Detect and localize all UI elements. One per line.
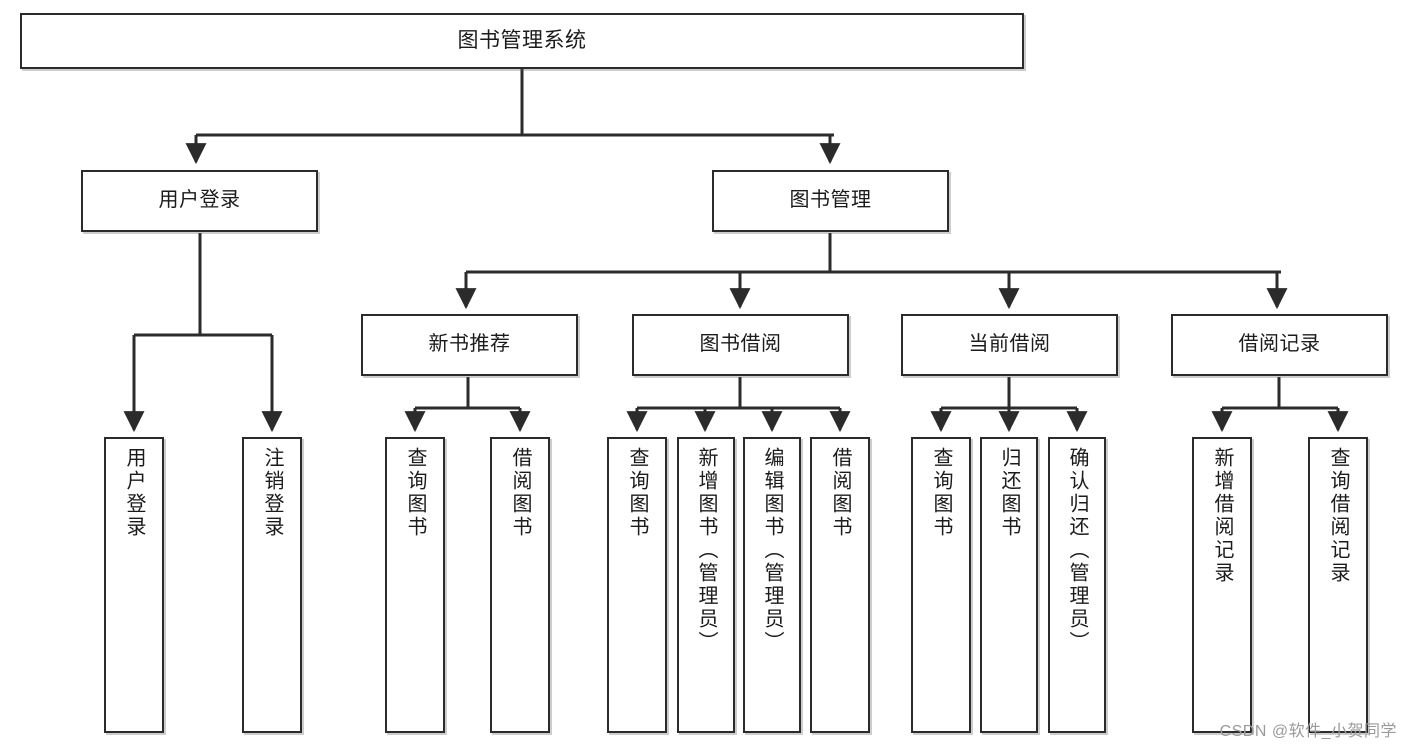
node-label: 用户登录 (123, 447, 145, 539)
node-label: 图书管理 (789, 189, 872, 212)
node-current-borrow[interactable]: 当前借阅 (901, 314, 1118, 376)
node-label: 图书借阅 (699, 333, 782, 356)
node-label: 查询图书 (626, 447, 648, 539)
leaf-borrow-borrow-book[interactable]: 借阅图书 (810, 437, 870, 733)
node-label: 查询图书 (930, 447, 952, 539)
node-label: 借阅图书 (509, 447, 531, 539)
leaf-current-confirm-return-admin[interactable]: 确认归还（管理员） (1048, 437, 1106, 733)
leaf-borrow-edit-book-admin[interactable]: 编辑图书（管理员） (743, 437, 801, 733)
node-new-book-recommend[interactable]: 新书推荐 (361, 314, 578, 376)
node-label: 查询借阅记录 (1327, 447, 1349, 585)
node-label: 注销登录 (261, 447, 283, 539)
leaf-record-query-record[interactable]: 查询借阅记录 (1308, 437, 1368, 733)
leaf-user-login-logout[interactable]: 注销登录 (242, 437, 302, 733)
node-label: 借阅记录 (1238, 333, 1321, 356)
node-label: 查询图书 (404, 447, 426, 539)
node-label: 确认归还（管理员） (1066, 447, 1088, 654)
leaf-borrow-add-book-admin[interactable]: 新增图书（管理员） (677, 437, 735, 733)
node-user-login[interactable]: 用户登录 (81, 170, 318, 232)
node-label: 编辑图书（管理员） (761, 447, 783, 654)
leaf-recommend-borrow-book[interactable]: 借阅图书 (490, 437, 550, 733)
node-label: 新书推荐 (428, 333, 511, 356)
leaf-current-return-book[interactable]: 归还图书 (980, 437, 1038, 733)
csdn-watermark: CSDN @软件_小贺同学 (1219, 723, 1397, 740)
leaf-recommend-query-book[interactable]: 查询图书 (385, 437, 445, 733)
node-label: 图书管理系统 (457, 28, 587, 52)
leaf-user-login-login[interactable]: 用户登录 (104, 437, 164, 733)
leaf-current-query-book[interactable]: 查询图书 (911, 437, 971, 733)
node-label: 归还图书 (998, 447, 1020, 539)
node-label: 用户登录 (158, 189, 241, 212)
node-label: 当前借阅 (968, 333, 1051, 356)
node-root-system[interactable]: 图书管理系统 (20, 13, 1024, 69)
leaf-record-add-record[interactable]: 新增借阅记录 (1192, 437, 1252, 733)
node-book-management[interactable]: 图书管理 (712, 170, 949, 232)
node-label: 新增图书（管理员） (695, 447, 717, 654)
node-label: 借阅图书 (829, 447, 851, 539)
node-label: 新增借阅记录 (1211, 447, 1233, 585)
node-borrow-record[interactable]: 借阅记录 (1171, 314, 1388, 376)
leaf-borrow-query-book[interactable]: 查询图书 (607, 437, 667, 733)
node-book-borrow[interactable]: 图书借阅 (632, 314, 849, 376)
